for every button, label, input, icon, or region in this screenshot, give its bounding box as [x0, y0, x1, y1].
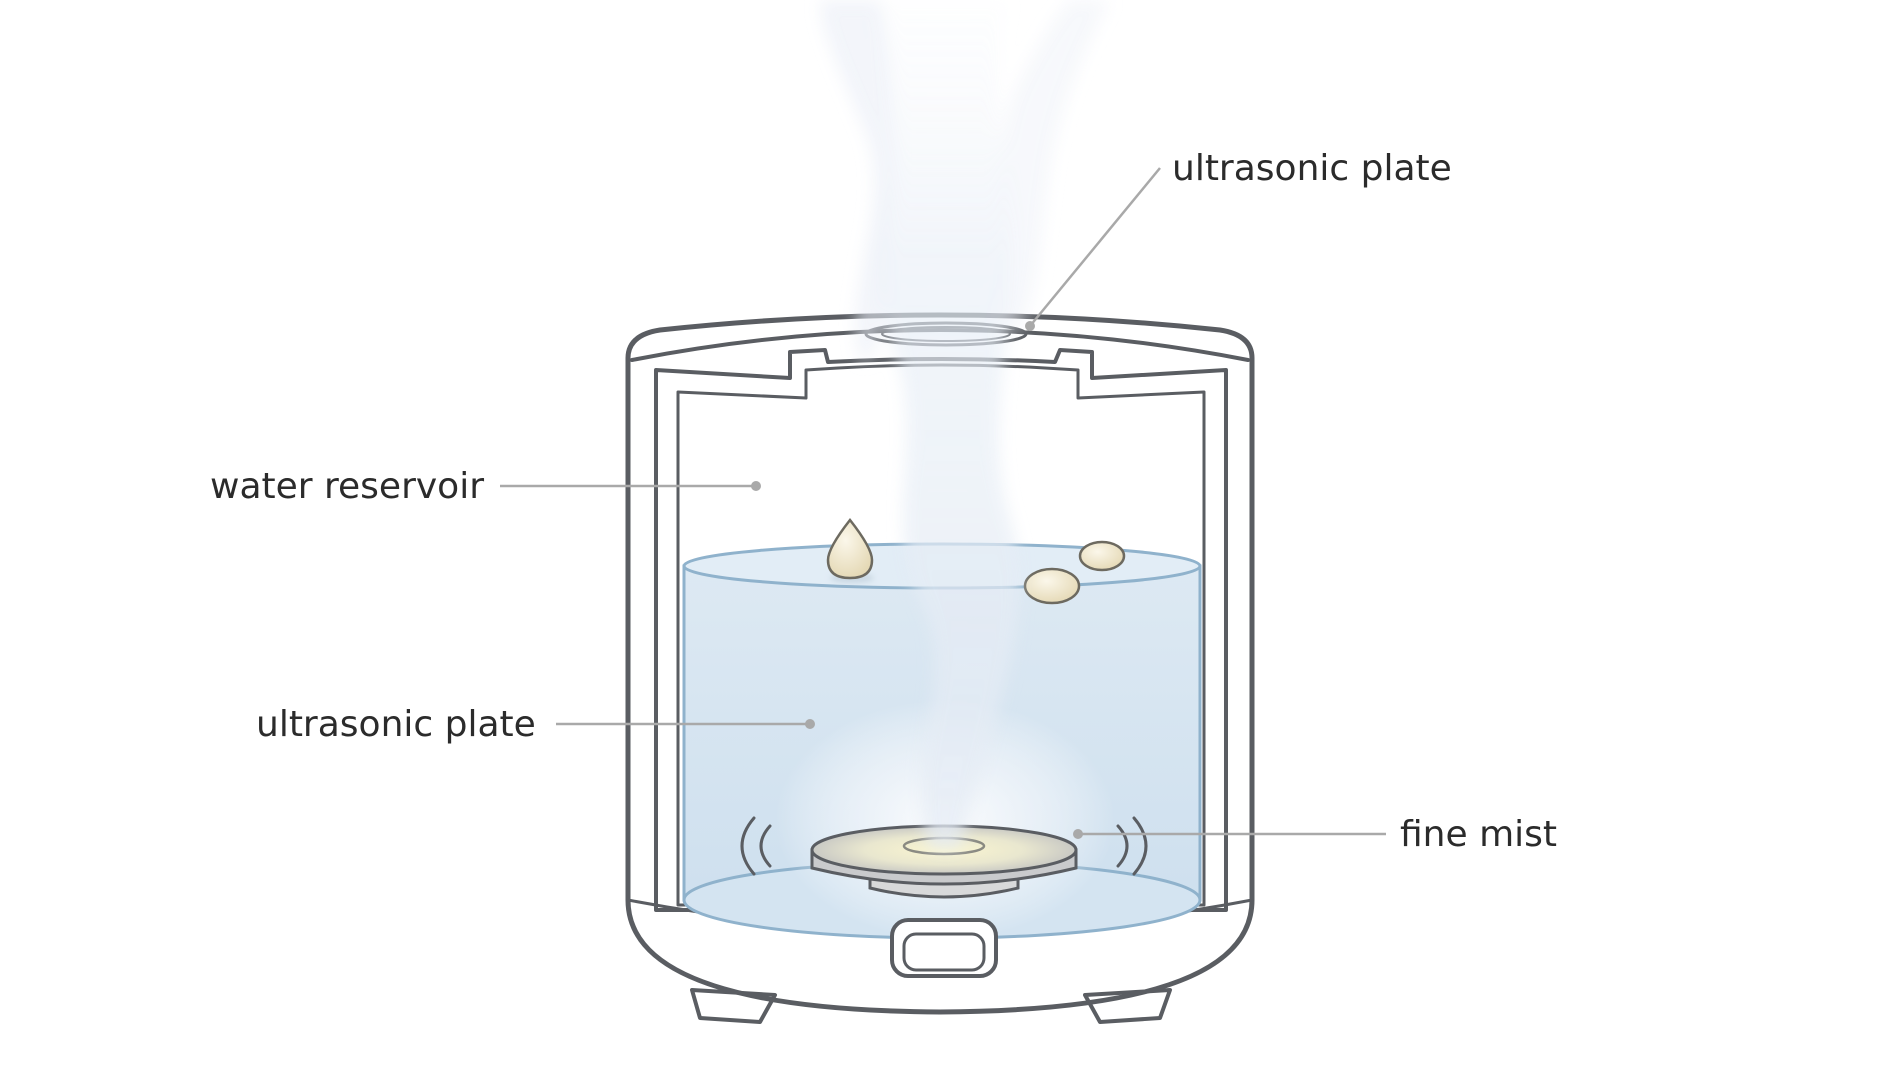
label-right-lower-group: fine mist — [1073, 814, 1557, 855]
left-foot — [690, 988, 777, 1024]
vibration-arc-left-2 — [740, 816, 756, 876]
label-left-lower: ultrasonic plate — [256, 704, 536, 745]
label-left-upper: water reservoir — [210, 466, 484, 507]
front-button — [890, 918, 998, 978]
droplet-teardrop — [826, 517, 874, 580]
vibration-arc-right-2 — [1132, 816, 1148, 876]
vibration-arc-right-1 — [1116, 824, 1129, 868]
label-left-upper-group: water reservoir — [210, 466, 761, 507]
label-top-right-group: ultrasonic plate — [1025, 148, 1452, 331]
vibration-arc-left-1 — [759, 824, 772, 868]
droplet-round-2 — [1078, 540, 1126, 572]
outer-shell — [625, 312, 1255, 1015]
label-left-lower-group: ultrasonic plate — [256, 704, 815, 745]
droplets — [826, 517, 1126, 605]
label-top-right: ultrasonic plate — [1172, 148, 1452, 189]
mist-plume — [820, 0, 1110, 850]
droplet-round-1 — [1023, 567, 1081, 605]
label-right-lower: fine mist — [1400, 814, 1557, 855]
